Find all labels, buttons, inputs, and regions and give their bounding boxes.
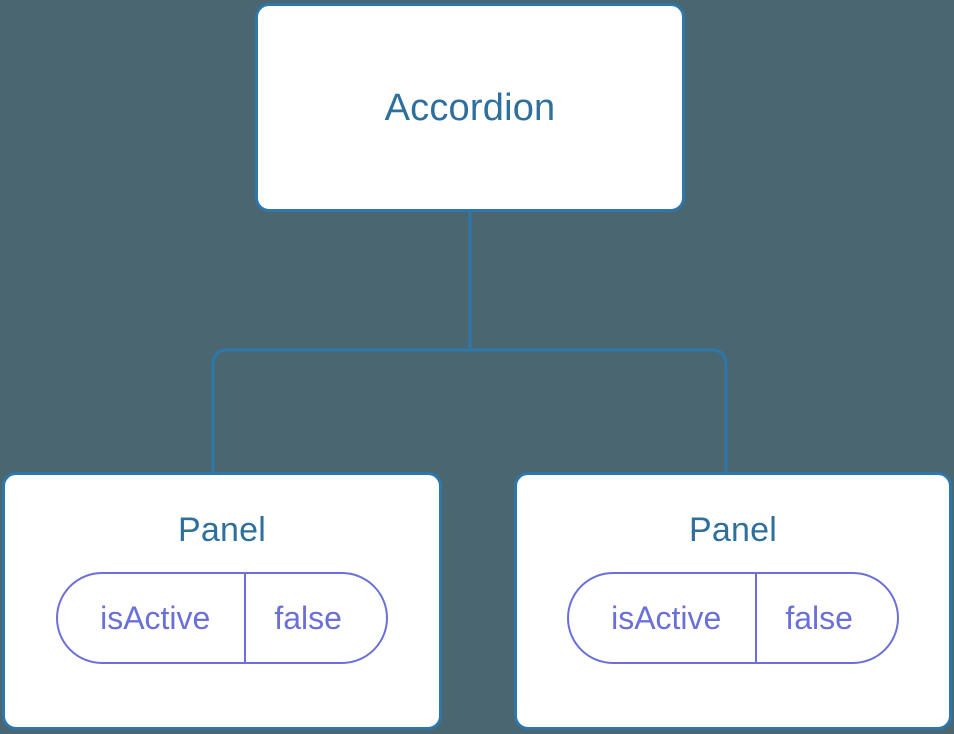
prop-pill-right[interactable]: isActive false bbox=[567, 572, 899, 664]
node-panel-right-label: Panel bbox=[689, 511, 777, 549]
branch-bar-right-drop bbox=[470, 348, 728, 474]
node-accordion[interactable]: Accordion bbox=[255, 3, 685, 212]
prop-pill-left[interactable]: isActive false bbox=[56, 572, 388, 664]
prop-value-right: false bbox=[755, 574, 897, 662]
prop-key-right: isActive bbox=[611, 600, 722, 636]
branch-bar-left-drop bbox=[211, 348, 470, 474]
node-accordion-label: Accordion bbox=[384, 86, 556, 129]
prop-key-left: isActive bbox=[100, 600, 211, 636]
node-panel-left[interactable]: Panel isActive false bbox=[2, 472, 442, 730]
prop-value-left: false bbox=[244, 574, 386, 662]
node-panel-right[interactable]: Panel isActive false bbox=[514, 472, 952, 730]
node-panel-left-label: Panel bbox=[178, 511, 266, 549]
